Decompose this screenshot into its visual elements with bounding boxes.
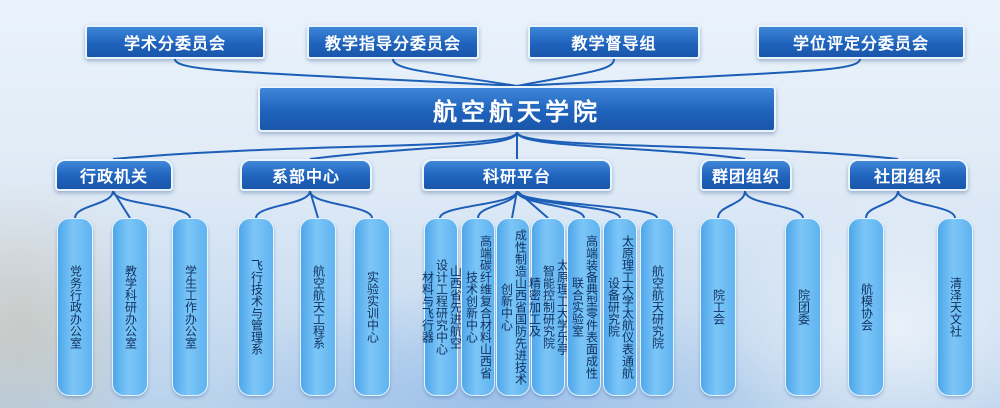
- connector-cat: [744, 190, 804, 219]
- unit-label: 技术创新中心: [464, 271, 479, 343]
- connector-cat: [74, 190, 114, 219]
- category-mass-orgs: 群团组织: [700, 159, 792, 191]
- connector-cat: [516, 190, 658, 219]
- unit-student-affairs-office: 学生工作办公室: [172, 218, 208, 396]
- connector-mid: [309, 131, 518, 160]
- unit-research-1: 山西省先进航空 设计工程研究中心 材料与飞行器: [420, 218, 463, 396]
- unit-labor-union: 院工会: [700, 218, 736, 396]
- committee-degree-evaluation: 学位评定分委员会: [757, 25, 965, 59]
- connector-mid: [516, 131, 746, 160]
- connector-cat: [309, 190, 373, 219]
- connector-mid: [516, 131, 899, 160]
- connector-cat: [897, 190, 956, 219]
- unit-label: 航空航天研究院: [650, 265, 665, 349]
- unit-research-2: 高端碳纤维复合材料山西省 技术创新中心: [461, 218, 495, 396]
- connector-top: [516, 58, 615, 87]
- unit-label: 学生工作办公室: [183, 265, 198, 349]
- connector-cat: [865, 190, 899, 219]
- unit-label: 航空航天工程系: [311, 265, 326, 349]
- committee-teaching-supervision: 教学督导组: [528, 25, 700, 59]
- category-clubs: 社团组织: [848, 159, 968, 191]
- unit-label: 智能控制研究院: [541, 265, 556, 349]
- unit-teaching-research-office: 教学科研办公室: [112, 218, 148, 396]
- unit-label: 实验实训中心: [365, 271, 380, 343]
- unit-label: 太原理工大学乐亭: [555, 259, 570, 355]
- category-administration: 行政机关: [55, 159, 173, 191]
- unit-label: 高端碳纤维复合材料山西省: [478, 235, 493, 379]
- unit-label: 山西省先进航空: [448, 265, 463, 349]
- committee-teaching-guidance: 教学指导分委员会: [307, 25, 479, 59]
- unit-label: 清泽天文社: [948, 277, 963, 337]
- unit-label: 飞行技术与管理系: [249, 259, 264, 355]
- unit-label: 创新中心: [499, 283, 514, 331]
- unit-label: 成性制造山西省国防先进技术: [513, 229, 528, 385]
- connector-cat: [511, 190, 518, 219]
- unit-label: 联合实验室: [570, 277, 585, 337]
- connector-cat: [112, 190, 191, 219]
- unit-label: 院工会: [711, 289, 726, 325]
- unit-label: 航模协会: [859, 283, 874, 331]
- unit-flight-tech-dept: 飞行技术与管理系: [238, 218, 274, 396]
- unit-label: 设备研究院: [606, 277, 621, 337]
- unit-aerospace-eng-dept: 航空航天工程系: [300, 218, 336, 396]
- unit-research-5: 高端装备典型零件表面成性 联合实验室: [567, 218, 601, 396]
- connector-top: [516, 58, 861, 87]
- unit-research-7: 航空航天研究院: [640, 218, 674, 396]
- unit-label: 精密加工及: [527, 277, 542, 337]
- committee-academic: 学术分委员会: [85, 25, 265, 59]
- connector-cat: [717, 190, 746, 219]
- category-research: 科研平台: [422, 159, 612, 191]
- unit-label: 高端装备典型零件表面成性: [584, 235, 599, 379]
- unit-research-6: 太原理工大学太航仪表通航 设备研究院: [603, 218, 637, 396]
- connector-cat: [439, 190, 518, 219]
- unit-label: 设计工程研究中心: [434, 259, 449, 355]
- unit-youth-league: 院团委: [785, 218, 821, 396]
- unit-research-3: 成性制造山西省国防先进技术 创新中心: [496, 218, 530, 396]
- unit-label: 材料与飞行器: [420, 271, 435, 343]
- category-departments: 系部中心: [240, 159, 372, 191]
- connector-top: [174, 58, 518, 87]
- unit-label: 教学科研办公室: [123, 265, 138, 349]
- unit-research-4: 太原理工大学乐亭 智能控制研究院 精密加工及: [527, 218, 570, 396]
- connector-top: [392, 58, 518, 87]
- college-title: 航空航天学院: [258, 86, 776, 132]
- connector-cat: [255, 190, 311, 219]
- unit-label: 太原理工大学太航仪表通航: [620, 235, 635, 379]
- unit-party-admin-office: 党务行政办公室: [57, 218, 93, 396]
- connector-mid: [112, 131, 518, 160]
- unit-model-aircraft-club: 航模协会: [848, 218, 884, 396]
- unit-astronomy-club: 清泽天文社: [937, 218, 973, 396]
- unit-label: 院团委: [796, 289, 811, 325]
- unit-experiment-center: 实验实训中心: [354, 218, 390, 396]
- unit-label: 党务行政办公室: [68, 265, 83, 349]
